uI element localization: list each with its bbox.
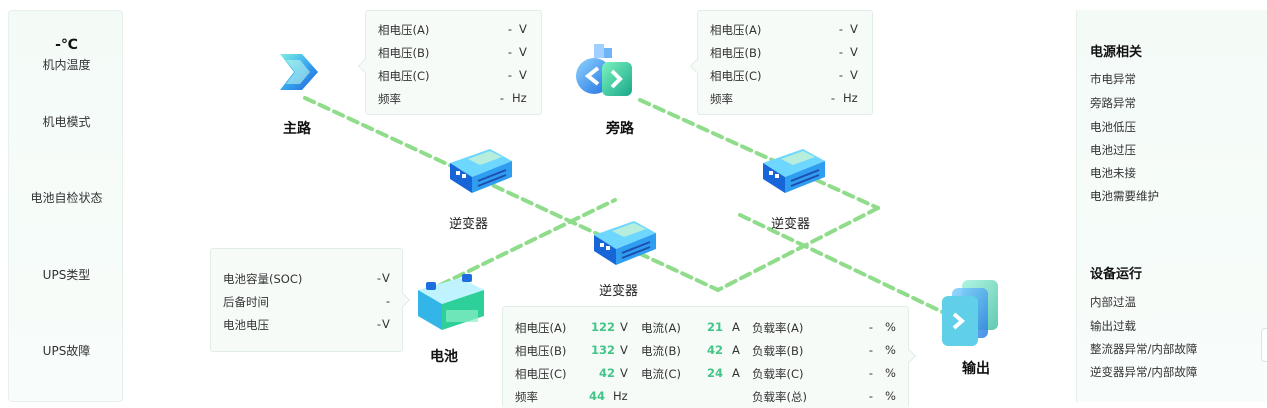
ups-type-label: UPS类型 — [42, 268, 91, 282]
output-frequency-row: 频率 44 Hz — [515, 389, 628, 404]
inverter-2-label: 逆变器 — [771, 217, 811, 232]
alarm-panel: 电源相关 市电异常 旁路异常 电池低压 电池过压 电池未接 电池需要维护 设备运… — [1076, 10, 1267, 402]
internal-temperature-label: 机内温度 — [42, 58, 91, 72]
output-voltage-b-row: 相电压(B) 132 V — [515, 343, 628, 358]
battery-voltage-row: 电池电压 - V — [223, 317, 390, 332]
inverter-1-icon — [444, 143, 516, 195]
main-voltage-c-row: 相电压(C) - V — [378, 68, 527, 83]
bypass-voltage-b-row: 相电压(B) - V — [710, 45, 858, 60]
alarm-battery-low: 电池低压 — [1090, 120, 1136, 134]
power-alarms-title: 电源相关 — [1090, 45, 1143, 60]
battery-backup-time-row: 后备时间 - — [223, 294, 390, 309]
mode-label: 机电模式 — [42, 115, 91, 129]
output-load-a-row: 负载率(A) - % — [752, 320, 896, 335]
output-label: 输出 — [962, 361, 990, 377]
alarm-rectifier-fault: 整流器异常/内部故障 — [1090, 342, 1198, 356]
main-frequency-row: 频率 - Hz — [378, 91, 527, 106]
ups-fault-label: UPS故障 — [42, 344, 91, 358]
alarm-inverter-fault: 逆变器异常/内部故障 — [1090, 365, 1198, 379]
output-info-box: 相电压(A) 122 V 相电压(B) 132 V 相电压(C) 42 V 频率… — [502, 306, 917, 408]
output-load-b-row: 负载率(B) - % — [752, 343, 896, 358]
inverter-3-label: 逆变器 — [599, 284, 639, 299]
output-load-total-row: 负载率(总) - % — [752, 389, 896, 404]
alarm-mains-abnormal: 市电异常 — [1090, 72, 1136, 86]
output-current-b-row: 电流(B) 42 A — [641, 343, 740, 358]
output-voltage-c-row: 相电压(C) 42 V — [515, 366, 628, 381]
main-voltage-a-row: 相电压(A) - V — [378, 22, 527, 37]
device-alarms-title: 设备运行 — [1090, 267, 1143, 282]
inverter-3-icon — [588, 215, 660, 267]
alarm-output-overload: 输出过载 — [1090, 319, 1136, 333]
main-input-info-box: 相电压(A) - V 相电压(B) - V 相电压(C) - V 频率 - Hz — [357, 10, 542, 115]
output-load-c-row: 负载率(C) - % — [752, 366, 896, 381]
main-path-line — [303, 96, 720, 292]
bypass-input-info-box: 相电压(A) - V 相电压(B) - V 相电压(C) - V 频率 - Hz — [689, 10, 873, 115]
output-voltage-a-row: 相电压(A) 122 V — [515, 320, 628, 335]
alarm-battery-overvoltage: 电池过压 — [1090, 143, 1136, 157]
output-current-c-row: 电流(C) 24 A — [641, 366, 740, 381]
alarm-battery-not-connected: 电池未接 — [1090, 166, 1136, 180]
battery-soc-row: 电池容量(SOC) - V — [223, 271, 390, 286]
internal-temperature-value: -℃ — [55, 37, 78, 53]
output-current-a-row: 电流(A) 21 A — [641, 320, 740, 335]
battery-icon — [410, 268, 490, 334]
alarm-internal-overtemp: 内部过温 — [1090, 295, 1136, 309]
main-voltage-b-row: 相电压(B) - V — [378, 45, 527, 60]
battery-selftest-label: 电池自检状态 — [30, 191, 103, 205]
bypass-voltage-c-row: 相电压(C) - V — [710, 68, 858, 83]
bypass-input-icon — [574, 42, 636, 100]
alarm-battery-maintenance: 电池需要维护 — [1090, 189, 1159, 203]
bypass-input-label: 旁路 — [606, 121, 634, 137]
alarm-bypass-abnormal: 旁路异常 — [1090, 96, 1136, 110]
panel-collapse-handle[interactable] — [1261, 328, 1267, 362]
status-panel: -℃ 机内温度 机电模式 电池自检状态 UPS类型 UPS故障 — [8, 10, 123, 402]
output-icon — [938, 276, 1004, 348]
main-input-icon — [272, 46, 324, 98]
main-input-label: 主路 — [283, 121, 311, 137]
battery-label: 电池 — [430, 349, 458, 365]
inverter-2-icon — [757, 143, 829, 195]
bypass-return-line — [716, 206, 880, 292]
output-path-line — [738, 213, 957, 320]
bypass-frequency-row: 频率 - Hz — [710, 91, 858, 106]
inverter-1-label: 逆变器 — [449, 217, 489, 232]
bypass-voltage-a-row: 相电压(A) - V — [710, 22, 858, 37]
bypass-path-line — [638, 98, 880, 210]
battery-info-box: 电池容量(SOC) - V 后备时间 - 电池电压 - V — [210, 248, 411, 352]
battery-path-line — [438, 198, 617, 287]
